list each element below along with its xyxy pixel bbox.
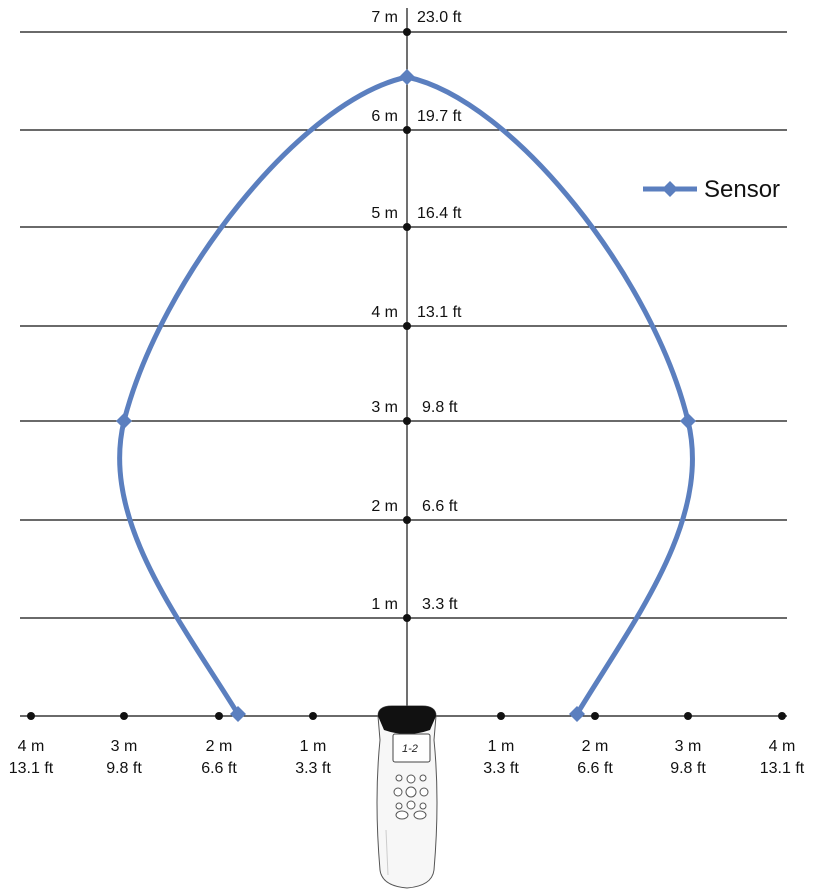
v-label-7m-m: 7 m <box>371 9 398 26</box>
h-dot-left-3m <box>120 712 128 720</box>
device-button-extra-1 <box>395 774 403 782</box>
axis-dot-2m <box>403 516 411 524</box>
h-label-right-4m-m: 4 m <box>769 738 796 755</box>
v-label-2m-m: 2 m <box>371 498 398 515</box>
device-button-extra-2 <box>419 774 427 782</box>
device-button-left <box>393 787 403 797</box>
device-button-up <box>406 774 416 784</box>
device-grip-line <box>385 829 389 876</box>
h-dot-left-4m <box>27 712 35 720</box>
h-label-left-2m-ft: 6.6 ft <box>201 760 237 777</box>
device-display <box>392 733 431 763</box>
h-label-left-4m-ft: 13.1 ft <box>9 760 54 777</box>
device-button-extra-3 <box>395 802 403 810</box>
vertical-scale-labels: 7 m 23.0 ft 6 m 19.7 ft 5 m 16.4 ft 4 m … <box>371 9 462 613</box>
v-label-2m-ft: 6.6 ft <box>422 498 458 515</box>
device-button-bottom-left <box>395 810 409 820</box>
range-marker-right-base <box>569 706 585 722</box>
device-button-right <box>419 787 429 797</box>
range-marker-top <box>399 69 415 85</box>
device-button-bottom-right <box>413 810 427 820</box>
h-label-right-1m-ft: 3.3 ft <box>483 760 519 777</box>
device-button-down <box>406 800 416 810</box>
h-label-right-3m-ft: 9.8 ft <box>670 760 706 777</box>
h-dot-left-2m <box>215 712 223 720</box>
h-label-left-2m-m: 2 m <box>206 738 233 755</box>
h-label-right-3m-m: 3 m <box>675 738 702 755</box>
h-label-right-2m-m: 2 m <box>582 738 609 755</box>
device-display-text: 1-2 <box>402 743 418 755</box>
device-head <box>378 706 436 734</box>
range-markers <box>116 69 696 722</box>
axis-dot-1m <box>403 614 411 622</box>
axis-dot-7m <box>403 28 411 36</box>
v-label-6m-m: 6 m <box>371 108 398 125</box>
v-label-6m-ft: 19.7 ft <box>417 108 462 125</box>
h-dot-left-1m <box>309 712 317 720</box>
h-label-left-4m-m: 4 m <box>18 738 45 755</box>
h-label-left-1m-m: 1 m <box>300 738 327 755</box>
legend-marker <box>662 181 678 197</box>
vertical-axis-dots <box>403 28 411 622</box>
v-label-5m-m: 5 m <box>371 205 398 222</box>
v-label-1m-m: 1 m <box>371 596 398 613</box>
horizontal-axis-dots <box>27 712 786 720</box>
h-label-right-4m-ft: 13.1 ft <box>760 760 805 777</box>
range-marker-right-mid <box>680 413 696 429</box>
axis-dot-5m <box>403 223 411 231</box>
v-label-3m-ft: 9.8 ft <box>422 399 458 416</box>
h-dot-right-3m <box>684 712 692 720</box>
h-dot-right-1m <box>497 712 505 720</box>
h-label-right-1m-m: 1 m <box>488 738 515 755</box>
v-label-1m-ft: 3.3 ft <box>422 596 458 613</box>
legend-label: Sensor <box>704 176 780 203</box>
range-marker-left-mid <box>116 413 132 429</box>
v-label-3m-m: 3 m <box>371 399 398 416</box>
v-label-7m-ft: 23.0 ft <box>417 9 462 26</box>
h-label-right-2m-ft: 6.6 ft <box>577 760 613 777</box>
h-label-left-3m-ft: 9.8 ft <box>106 760 142 777</box>
h-label-left-3m-m: 3 m <box>111 738 138 755</box>
v-label-4m-ft: 13.1 ft <box>417 304 462 321</box>
sensor-device: 1-2 <box>376 705 438 889</box>
axis-dot-4m <box>403 322 411 330</box>
range-marker-left-base <box>230 706 246 722</box>
v-label-4m-m: 4 m <box>371 304 398 321</box>
horizontal-scale-labels: 4 m 13.1 ft 3 m 9.8 ft 2 m 6.6 ft 1 m 3.… <box>9 738 805 777</box>
legend: Sensor <box>643 176 780 203</box>
h-dot-right-2m <box>591 712 599 720</box>
axis-dot-3m <box>403 417 411 425</box>
device-button-center <box>405 786 417 798</box>
axis-dot-6m <box>403 126 411 134</box>
v-label-5m-ft: 16.4 ft <box>417 205 462 222</box>
h-label-left-1m-ft: 3.3 ft <box>295 760 331 777</box>
h-dot-right-4m <box>778 712 786 720</box>
device-button-extra-4 <box>419 802 427 810</box>
